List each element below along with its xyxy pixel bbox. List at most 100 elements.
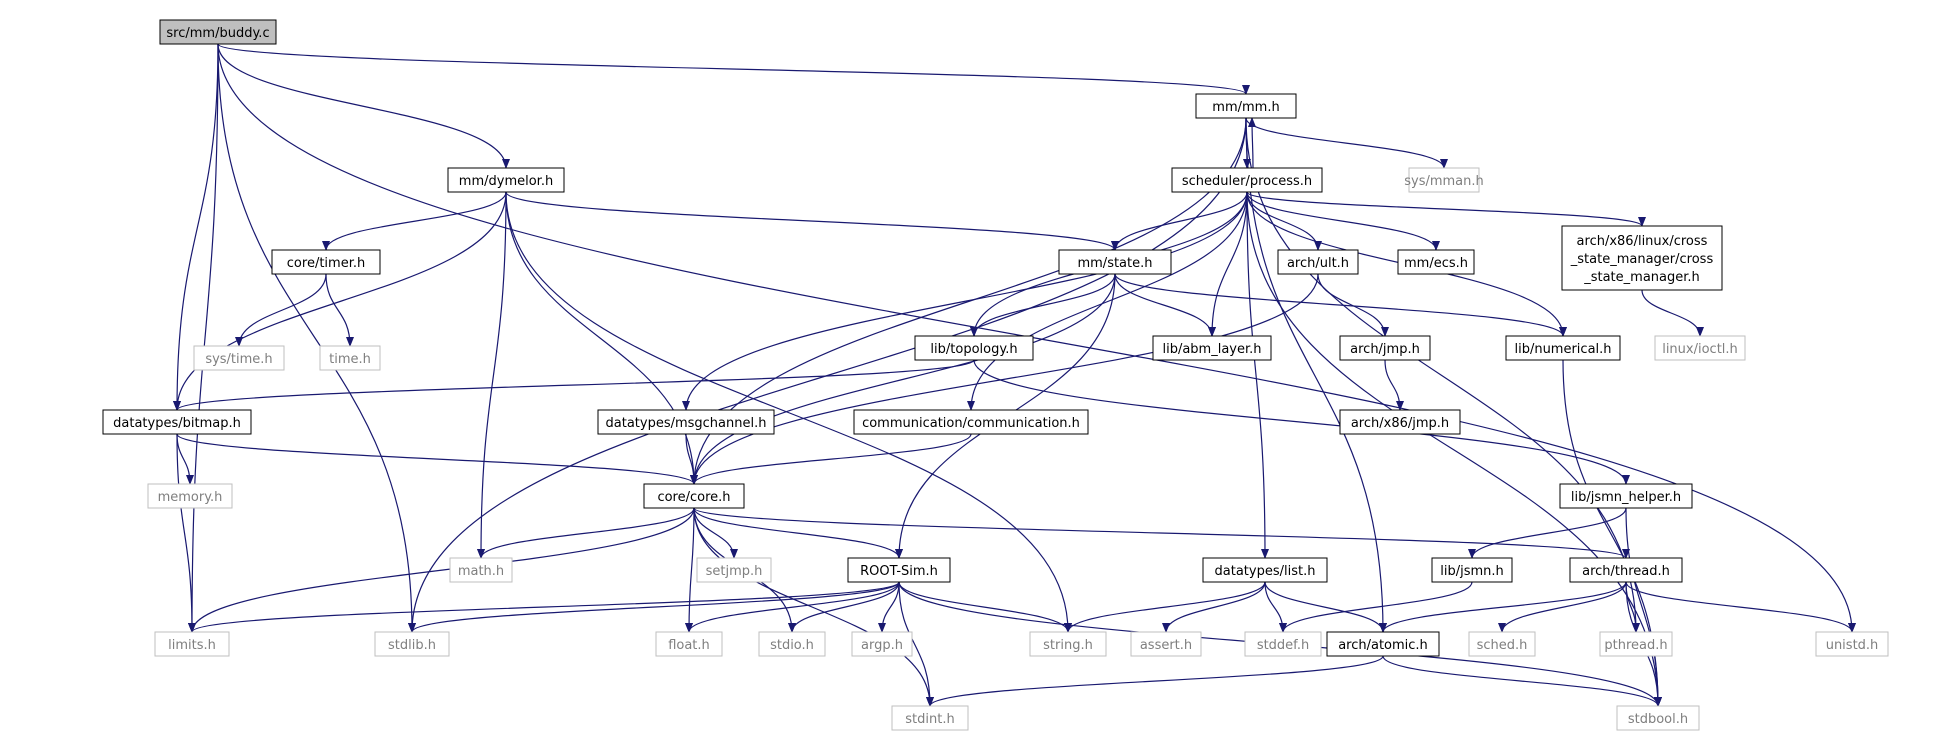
node-mm_mm_h[interactable]: mm/mm.h <box>1195 93 1297 119</box>
node-mm_state_h[interactable]: mm/state.h <box>1058 249 1172 275</box>
node-label: sys/mman.h <box>1404 174 1484 189</box>
node-dt_bitmap_h[interactable]: datatypes/bitmap.h <box>102 409 252 435</box>
edge-rootsim_h-to-stdint_h <box>898 581 934 707</box>
node-lib_numerical_h[interactable]: lib/numerical.h <box>1505 335 1621 361</box>
node-box <box>1195 93 1297 119</box>
node-lib_topology_h[interactable]: lib/topology.h <box>914 335 1034 361</box>
edge-buddy_c-to-limits_h <box>188 43 219 633</box>
node-box <box>1559 483 1693 509</box>
node-arch_jmp_h[interactable]: arch/jmp.h <box>1339 335 1431 361</box>
node-buddy_c[interactable]: src/mm/buddy.c <box>159 19 277 45</box>
node-label: src/mm/buddy.c <box>166 26 269 41</box>
node-sched_process_h[interactable]: scheduler/process.h <box>1171 167 1323 193</box>
node-label: mm/dymelor.h <box>459 174 553 189</box>
edge-dt_list_h-to-string_h <box>1064 581 1266 633</box>
node-lib_jsmn_helper_h[interactable]: lib/jsmn_helper.h <box>1559 483 1693 509</box>
node-box <box>853 409 1089 435</box>
node-rootsim_h[interactable]: ROOT-Sim.h <box>847 557 951 583</box>
node-label: arch/jmp.h <box>1350 342 1420 357</box>
edge-sched_process_h-to-comm_h <box>967 191 1248 411</box>
edge-sched_process_h-to-arch_ult_h <box>1246 191 1322 251</box>
edge-sched_process_h-to-arch_csm_h <box>1246 191 1646 227</box>
node-limits_h: limits.h <box>154 631 230 657</box>
node-float_h: float.h <box>655 631 723 657</box>
edge-core_core_h-to-arch_thread_h <box>693 507 1630 559</box>
node-memory_h: memory.h <box>147 483 233 509</box>
node-mm_dymelor_h[interactable]: mm/dymelor.h <box>447 167 565 193</box>
node-box <box>1152 335 1272 361</box>
node-arch_ult_h[interactable]: arch/ult.h <box>1277 249 1359 275</box>
node-box <box>449 557 513 583</box>
edge-arch_thread_h-to-unistd_h <box>1625 581 1856 633</box>
edge-rootsim_h-to-limits_h <box>188 581 900 633</box>
edge-buddy_c-to-stdlib_h <box>217 43 416 633</box>
node-label: lib/jsmn.h <box>1440 564 1504 579</box>
edge-arch_jmp_h-to-arch_x86_jmp_h <box>1384 359 1404 411</box>
node-dt_msgchannel_h[interactable]: datatypes/msgchannel.h <box>597 409 775 435</box>
node-arch_x86_jmp_h[interactable]: arch/x86/jmp.h <box>1339 409 1461 435</box>
node-box <box>597 409 775 435</box>
node-label: stddef.h <box>1257 638 1309 653</box>
node-box <box>1029 631 1107 657</box>
node-label: stdlib.h <box>388 638 436 653</box>
edge-buddy_c-to-mm_mm_h <box>217 43 1250 95</box>
node-label: unistd.h <box>1826 638 1879 653</box>
node-stdlib_h: stdlib.h <box>374 631 450 657</box>
node-comm_h[interactable]: communication/communication.h <box>853 409 1089 435</box>
node-box <box>1339 409 1461 435</box>
edge-mm_state_h-to-lib_abm_layer_h <box>1114 273 1216 337</box>
node-stdio_h: stdio.h <box>758 631 826 657</box>
node-math_h: math.h <box>449 557 513 583</box>
node-box <box>193 345 285 371</box>
node-core_timer_h[interactable]: core/timer.h <box>271 249 381 275</box>
edge-rootsim_h-to-float_h <box>685 581 900 633</box>
node-label: stdint.h <box>905 712 954 727</box>
node-box <box>1561 225 1723 291</box>
edge-arch_ult_h-to-core_core_h <box>690 273 1319 485</box>
edge-core_core_h-to-stdint_h <box>693 507 934 707</box>
node-arch_csm_h[interactable]: arch/x86/linux/cross_state_manager/cross… <box>1561 225 1723 291</box>
node-box <box>1058 249 1172 275</box>
node-label: _state_manager.h <box>1583 270 1700 285</box>
node-mm_ecs_h[interactable]: mm/ecs.h <box>1397 249 1475 275</box>
edge-core_core_h-to-math_h <box>477 507 695 559</box>
node-arch_atomic_h[interactable]: arch/atomic.h <box>1326 631 1440 657</box>
node-lib_abm_layer_h[interactable]: lib/abm_layer.h <box>1152 335 1272 361</box>
node-box <box>1815 631 1889 657</box>
node-linux_ioctl_h: linux/ioctl.h <box>1654 335 1746 361</box>
node-lib_jsmn_h[interactable]: lib/jsmn.h <box>1431 557 1513 583</box>
node-label: memory.h <box>158 490 223 505</box>
node-box <box>1408 167 1480 193</box>
edge-core_core_h-to-limits_h <box>188 507 695 633</box>
node-label: datatypes/list.h <box>1215 564 1316 579</box>
node-dt_list_h[interactable]: datatypes/list.h <box>1202 557 1328 583</box>
node-label: ROOT-Sim.h <box>860 564 938 579</box>
edge-mm_dymelor_h-to-mm_state_h <box>505 191 1119 251</box>
edge-sched_process_h-to-mm_ecs_h <box>1246 191 1440 251</box>
edge-rootsim_h-to-string_h <box>898 581 1072 633</box>
node-box <box>851 631 913 657</box>
edge-sched_process_h-to-dt_list_h <box>1246 191 1269 559</box>
node-label: lib/topology.h <box>930 342 1017 357</box>
edge-rootsim_h-to-stdlib_h <box>408 581 900 633</box>
edge-lib_jsmn_helper_h-to-stdbool_h <box>1625 507 1662 707</box>
node-arch_thread_h[interactable]: arch/thread.h <box>1569 557 1683 583</box>
node-label: limits.h <box>168 638 216 653</box>
node-core_core_h[interactable]: core/core.h <box>643 483 745 509</box>
node-stdint_h: stdint.h <box>891 705 969 731</box>
node-setjmp_h: setjmp.h <box>696 557 772 583</box>
edge-buddy_c-to-unistd_h <box>217 43 1856 633</box>
edge-core_core_h-to-rootsim_h <box>693 507 903 559</box>
edge-core_core_h-to-setjmp_h <box>693 507 738 559</box>
node-box <box>1339 335 1431 361</box>
edge-sched_process_h-to-mm_state_h <box>1111 191 1248 251</box>
edge-arch_atomic_h-to-stdint_h <box>926 655 1384 707</box>
node-label: stdio.h <box>770 638 814 653</box>
edge-arch_atomic_h-to-stdbool_h <box>1382 655 1662 707</box>
node-box <box>1326 631 1440 657</box>
node-label: arch/thread.h <box>1582 564 1670 579</box>
node-box <box>696 557 772 583</box>
node-label: time.h <box>329 352 371 367</box>
edge-mm_dymelor_h-to-dt_bitmap_h <box>173 191 507 411</box>
node-box <box>655 631 723 657</box>
